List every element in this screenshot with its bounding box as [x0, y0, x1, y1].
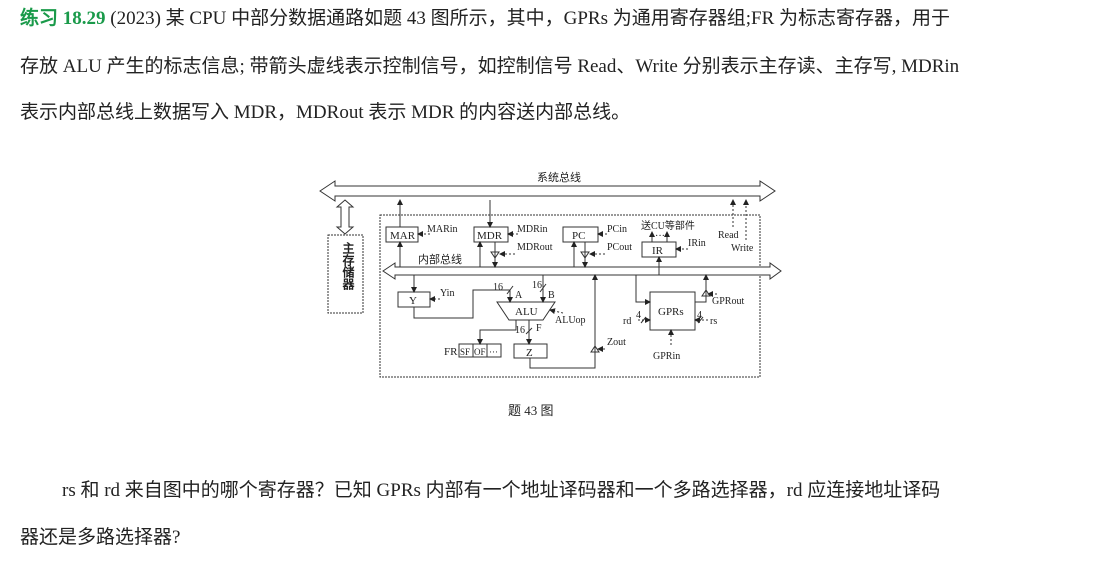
irin-signal: IRin — [688, 238, 706, 249]
rs-signal: rs — [710, 316, 717, 327]
problem-line-3: 表示内部总线上数据写入 MDR，MDRout 表示 MDR 的内容送内部总线。 — [20, 102, 631, 123]
marin-signal: MARin — [427, 224, 458, 235]
width-rs: 4 — [697, 310, 702, 321]
mdr-label: MDR — [477, 230, 503, 242]
of-label: OF — [474, 347, 486, 357]
alu-shape — [496, 301, 556, 321]
zout-signal: Zout — [607, 337, 626, 348]
problem-text-1: (2023) 某 CPU 中部分数据通路如题 43 图所示，其中，GPRs 为通… — [105, 8, 951, 29]
internal-bus-label: 内部总线 — [418, 252, 462, 266]
rd-signal: rd — [623, 316, 631, 327]
problem-line-2: 存放 ALU 产生的标志信息; 带箭头虚线表示控制信号，如控制信号 Read、W… — [20, 56, 960, 77]
question-line-2: 器还是多路选择器? — [20, 527, 181, 548]
port-f: F — [536, 323, 542, 334]
aluop-signal: ALUop — [555, 315, 586, 326]
main-memory-label: 主存储器 — [341, 242, 355, 290]
problem-label: 练习 18.29 — [20, 8, 106, 29]
fr-label: FR — [444, 346, 458, 358]
gprin-signal: GPRin — [653, 351, 680, 362]
z-label: Z — [526, 347, 533, 359]
write-signal: Write — [731, 243, 754, 254]
mdrin-signal: MDRin — [517, 224, 548, 235]
mar-label: MAR — [390, 230, 416, 242]
cpu-outline — [379, 214, 761, 378]
port-b: B — [548, 290, 555, 301]
alu-label: ALU — [515, 306, 538, 318]
width-a: 16 — [493, 282, 503, 293]
gprs-label: GPRs — [658, 306, 684, 318]
width-b: 16 — [532, 280, 542, 291]
ir-label: IR — [652, 245, 664, 257]
system-bus — [319, 180, 776, 202]
internal-bus — [382, 262, 782, 280]
main-memory-box — [327, 234, 364, 314]
ir-dots: ··· — [655, 231, 665, 242]
width-f: 16 — [515, 325, 525, 336]
sf-label: SF — [460, 347, 470, 357]
pcout-signal: PCout — [607, 242, 632, 253]
read-signal: Read — [718, 230, 739, 241]
question-line-1: rs 和 rd 来自图中的哪个寄存器？已知 GPRs 内部有一个地址译码器和一个… — [62, 480, 941, 501]
more-flags-label: ··· — [489, 347, 498, 357]
port-a: A — [515, 290, 523, 301]
pc-label: PC — [572, 230, 585, 242]
gprout-signal: GPRout — [712, 296, 744, 307]
mdrout-signal: MDRout — [517, 242, 553, 253]
system-bus-label: 系统总线 — [537, 170, 581, 184]
figure-caption: 题 43 图 — [508, 403, 554, 418]
problem-line-1: 练习 18.29 (2023) 某 CPU 中部分数据通路如题 43 图所示，其… — [20, 9, 950, 28]
to-cu-label: 送CU等部件 — [641, 219, 695, 232]
yin-signal: Yin — [440, 288, 454, 299]
memory-bus-link — [335, 199, 355, 235]
width-rd: 4 — [636, 310, 641, 321]
pcin-signal: PCin — [607, 224, 627, 235]
y-label: Y — [409, 295, 417, 307]
